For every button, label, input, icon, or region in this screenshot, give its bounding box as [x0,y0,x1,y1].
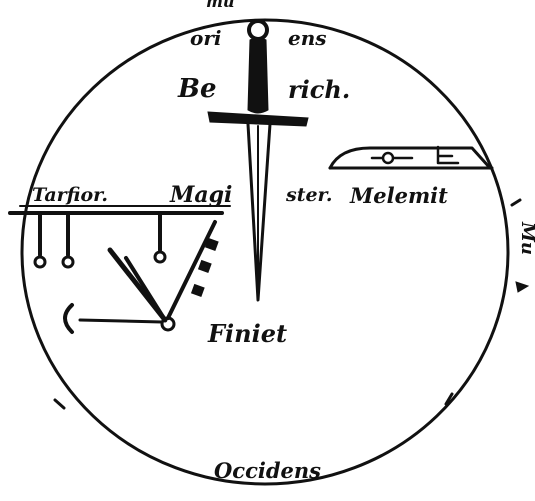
compass-figure [65,222,215,332]
right-region-label: Melemit [350,185,448,206]
right-center-label: ster. [286,186,332,205]
upper-right-label: rich. [288,78,350,102]
top-left-label: ori [190,28,221,48]
top-partial-label: mu [206,0,235,10]
sword-icon [208,21,308,300]
bottom-label: Occidens [214,460,321,481]
left-center-label: Magi [170,184,232,206]
top-right-label: ens [288,28,327,48]
right-margin-label: Mu [518,222,535,255]
hook-figure [330,147,492,168]
left-region-label: Tarfior. [32,186,108,205]
lower-center-label: Finiet [208,322,287,346]
pendant-marks [35,215,165,267]
upper-left-label: Be [178,76,217,102]
